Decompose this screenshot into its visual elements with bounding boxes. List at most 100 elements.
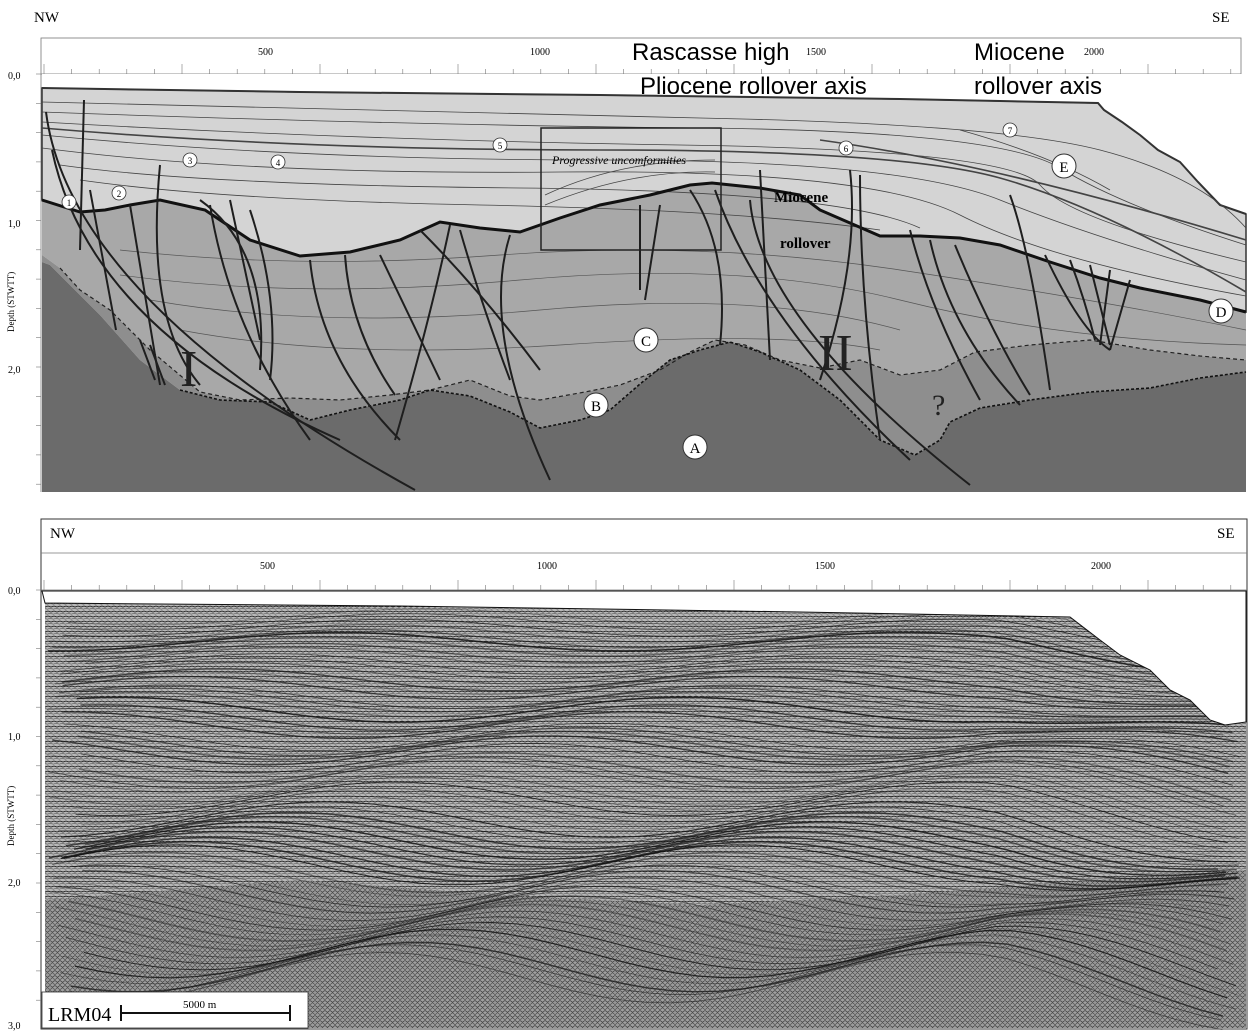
svg-text:6: 6 <box>844 144 849 154</box>
seismic-reflector <box>59 657 1237 698</box>
unit-marker-d: D <box>1208 298 1234 324</box>
seismic-reflector <box>84 716 1237 749</box>
seismic-reflector <box>84 815 1237 873</box>
bottom-dir-nw: NW <box>50 526 76 542</box>
seismic-reflector <box>63 722 1240 757</box>
unit-b-c <box>42 255 1246 455</box>
seismic-reflector <box>67 854 1220 899</box>
bottom-depth-3: 3,0 <box>8 1021 21 1031</box>
seismic-reflector <box>71 787 1224 850</box>
seismic-reflector <box>49 772 1226 831</box>
top-tick-1500: 1500 <box>806 47 826 58</box>
svg-text:C: C <box>641 334 651 350</box>
seismic-reflector <box>59 653 1236 696</box>
seismic-reflector <box>62 776 1239 839</box>
seismic-reflector <box>75 781 1228 844</box>
top-tick-1000: 1000 <box>530 47 550 58</box>
seismic-reflector <box>70 951 1223 1030</box>
horizon-marker-2: 2 <box>111 185 127 201</box>
seismic-reflector <box>52 628 1229 676</box>
seismic-reflector <box>46 707 1224 736</box>
interpreted-section-panel: NW SE 500 1000 1500 2000 0,0 1,0 2,0 Dep… <box>6 10 1247 492</box>
seismic-reflector <box>82 869 1235 914</box>
seismic-reflector <box>57 910 1234 965</box>
bottom-depth-label: Depth (STWTT) <box>6 786 16 846</box>
bottom-tick-1000: 1000 <box>537 561 557 572</box>
seismic-reflector <box>61 836 1238 887</box>
top-tick-2000: 2000 <box>1084 47 1104 58</box>
seismic-reflector <box>58 795 1235 858</box>
seismic-reflector <box>73 821 1227 877</box>
seismic-reflector <box>69 944 1222 1021</box>
seismic-reflector <box>52 851 1229 897</box>
miocene-rollover-label-1: Miocene <box>774 190 828 206</box>
unit-markers: A B C D E <box>583 153 1234 460</box>
unit-marker-a: A <box>682 434 708 460</box>
top-dir-se: SE <box>1212 10 1230 26</box>
svg-text:A: A <box>690 441 701 457</box>
svg-text:4: 4 <box>276 158 281 168</box>
seismic-reflector <box>74 928 1228 999</box>
svg-text:D: D <box>1216 305 1227 321</box>
fault-block-ii-label: II <box>818 325 853 382</box>
miocene-rollover-axis-label-1: Miocene <box>974 39 1065 66</box>
bottom-tick-2000: 2000 <box>1091 561 1111 572</box>
water-column <box>42 74 1246 214</box>
bottom-tick-500: 500 <box>260 561 275 572</box>
seismic-reflector <box>79 687 1232 719</box>
top-depth-0: 0,0 <box>8 71 21 82</box>
seismic-reflector <box>54 671 1231 707</box>
horizon-marker-4: 4 <box>270 154 286 170</box>
seismic-reflector <box>74 903 1228 952</box>
seismic-reflector <box>47 631 1225 678</box>
seismic-reflector <box>61 711 1238 743</box>
scale-bar-label: 5000 m <box>183 999 217 1011</box>
progressive-unconformities-box <box>540 127 722 251</box>
bottom-depth-2: 2,0 <box>8 878 21 889</box>
progressive-label: Progressive uncomformities <box>551 153 686 167</box>
horizon-marker-3: 3 <box>182 152 198 168</box>
seismic-reflector <box>76 696 1229 726</box>
seismic-reflector <box>62 806 1239 866</box>
svg-text:5: 5 <box>498 141 503 151</box>
top-depth-minor-ticks <box>36 73 41 485</box>
unit-a-basement <box>42 262 1246 492</box>
svg-text:1: 1 <box>67 198 72 208</box>
seismic-reflector <box>79 752 1232 802</box>
seismic-reflector <box>62 926 1239 996</box>
rascasse-high-label: Rascasse high <box>632 39 789 66</box>
seismic-reflector <box>62 668 1239 706</box>
seismic-reflector <box>80 726 1234 763</box>
seismic-reflector <box>55 691 1232 722</box>
unit-marker-c: C <box>633 327 659 353</box>
seismic-reflector <box>70 941 1223 1017</box>
svg-text:7: 7 <box>1008 126 1013 136</box>
seismic-reflector <box>81 790 1234 853</box>
seismic-reflector <box>80 704 1233 734</box>
seismic-reflector <box>77 730 1230 768</box>
bottom-dir-se: SE <box>1217 526 1235 542</box>
svg-text:B: B <box>591 399 601 415</box>
seismic-reflector <box>54 900 1232 947</box>
top-tick-500: 500 <box>258 47 273 58</box>
unit-marker-b: B <box>583 392 609 418</box>
seismic-reflector <box>62 618 1239 666</box>
horizon-marker-6: 6 <box>838 140 854 156</box>
top-dir-nw: NW <box>34 10 60 26</box>
seismic-reflector <box>58 684 1236 717</box>
seismic-reflector <box>85 646 1238 691</box>
seismic-reflector <box>47 746 1224 789</box>
line-name: LRM04 <box>48 1004 111 1026</box>
bottom-minor-ticks <box>43 580 1232 590</box>
seismic-reflector <box>48 757 1225 807</box>
seismic-reflector <box>47 890 1224 936</box>
seismic-reflector <box>67 895 1221 942</box>
svg-text:3: 3 <box>188 156 193 166</box>
top-depth-2: 2,0 <box>8 365 21 376</box>
seismic-reflector <box>65 916 1218 970</box>
unknown-unit-label: ? <box>932 389 945 422</box>
faults <box>45 99 1131 491</box>
miocene-rollover-axis-label-2: rollover axis <box>974 73 1102 100</box>
seismic-reflector <box>51 768 1228 825</box>
major-plio-horizons <box>41 127 1247 293</box>
